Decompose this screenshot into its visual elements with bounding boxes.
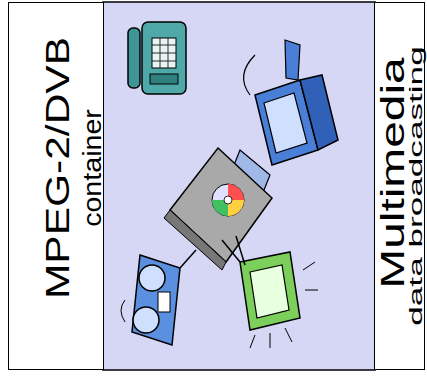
label-cell: Multimediadata broadcasting: [374, 2, 425, 370]
tv-icon: [222, 236, 318, 348]
phone-icon: [128, 22, 186, 94]
computer-icon: [232, 40, 338, 195]
media-band: [103, 2, 375, 370]
cell-heading: Multimedia: [376, 57, 409, 288]
label-cell: MPEG-2/DVBcontainer: [8, 2, 104, 370]
radio-icon: [121, 250, 196, 345]
cell-subtitle: data broadcasting: [406, 46, 425, 325]
cd-drive-icon: [164, 148, 272, 270]
cell-heading: MPEG-2/DVB: [40, 37, 74, 299]
cell-subtitle: container: [79, 109, 105, 227]
